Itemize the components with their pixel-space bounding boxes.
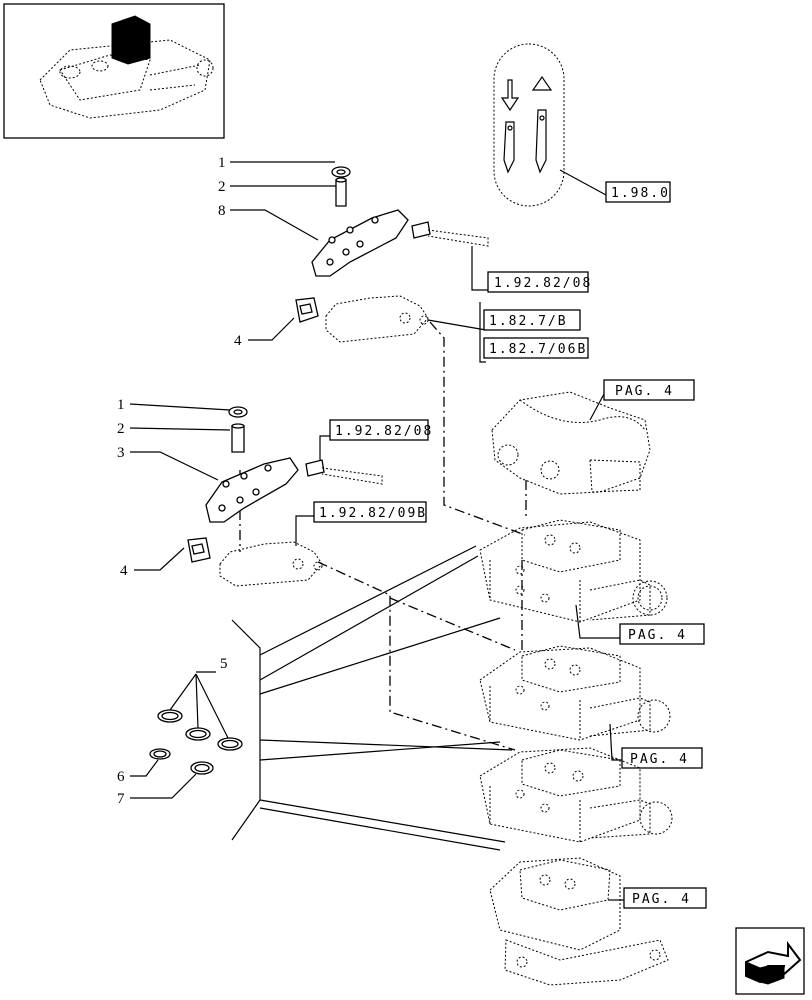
rod-end-top	[411, 221, 489, 247]
callout-6: 6	[117, 769, 125, 785]
o-ring-5b	[185, 727, 211, 741]
seal-bracket	[231, 545, 513, 851]
end-cover-bottom	[489, 857, 669, 986]
valve-section-2	[479, 645, 671, 741]
link-plate-3	[205, 457, 299, 523]
link-plate-8	[311, 209, 409, 277]
lever-symbol-group	[493, 43, 565, 207]
ref-1-92-82-08-mid[interactable]: 1.92.82/08	[329, 419, 433, 441]
callout-5: 5	[220, 656, 228, 672]
pag-4-ref-4[interactable]: PAG. 4	[623, 887, 707, 909]
ref-1-82-7-b[interactable]: 1.82.7/B	[483, 309, 581, 331]
callout-4-mid: 4	[120, 563, 128, 579]
pag-4-ref-1[interactable]: PAG. 4	[603, 379, 695, 401]
pin-mid	[231, 423, 245, 453]
valve-section-3	[479, 747, 673, 843]
valve-section-1	[479, 519, 668, 623]
ref-1-92-82-08-top[interactable]: 1.92.82/08	[487, 271, 592, 293]
svg-text:1.82.7/B: 1.82.7/B	[489, 314, 568, 329]
end-cover-top	[491, 391, 651, 495]
pag-4-ref-2[interactable]: PAG. 4	[619, 623, 705, 645]
ref-1-92-82-09b[interactable]: 1.92.82/09B	[313, 501, 427, 523]
callout-4-top: 4	[234, 333, 242, 349]
svg-text:1.82.7/06B: 1.82.7/06B	[489, 342, 587, 357]
pag-4-ref-3[interactable]: PAG. 4	[621, 747, 703, 769]
callout-3: 3	[117, 445, 125, 461]
next-page-arrow-icon[interactable]	[735, 927, 805, 995]
svg-text:PAG. 4: PAG. 4	[628, 628, 687, 643]
svg-text:1.92.82/09B: 1.92.82/09B	[319, 506, 427, 521]
clip-4-top	[295, 297, 319, 323]
callout-8: 8	[218, 203, 226, 219]
snap-ring-top	[331, 166, 351, 178]
svg-text:1.98.0: 1.98.0	[611, 186, 670, 201]
pin-top	[335, 177, 347, 207]
callout-2-top: 2	[218, 179, 226, 195]
thumbnail-panel	[3, 3, 225, 139]
ref-1-82-7-06b[interactable]: 1.82.7/06B	[483, 337, 589, 359]
tractor-hitch-thumbnail-icon	[39, 15, 214, 119]
callout-7: 7	[117, 791, 125, 807]
svg-text:1.92.82/08: 1.92.82/08	[494, 276, 592, 291]
svg-text:1.92.82/08: 1.92.82/08	[335, 424, 433, 439]
svg-text:PAG. 4: PAG. 4	[632, 892, 691, 907]
lever-bracket-mid	[219, 541, 323, 587]
lever-up-down-symbol-icon	[500, 75, 553, 174]
o-ring-7	[190, 761, 214, 775]
snap-ring-mid	[228, 406, 248, 418]
o-ring-5a	[157, 709, 183, 723]
lever-bracket-top	[325, 295, 429, 343]
clip-4-mid	[187, 537, 211, 563]
svg-text:PAG. 4: PAG. 4	[630, 752, 689, 767]
callout-1-mid: 1	[117, 397, 125, 413]
callout-2-mid: 2	[117, 421, 125, 437]
rod-end-mid	[305, 459, 383, 485]
callout-1-top: 1	[218, 155, 226, 171]
svg-text:PAG. 4: PAG. 4	[615, 384, 674, 399]
o-ring-5c	[217, 737, 243, 751]
ref-1-98-0[interactable]: 1.98.0	[605, 181, 671, 203]
o-ring-6	[149, 748, 171, 760]
